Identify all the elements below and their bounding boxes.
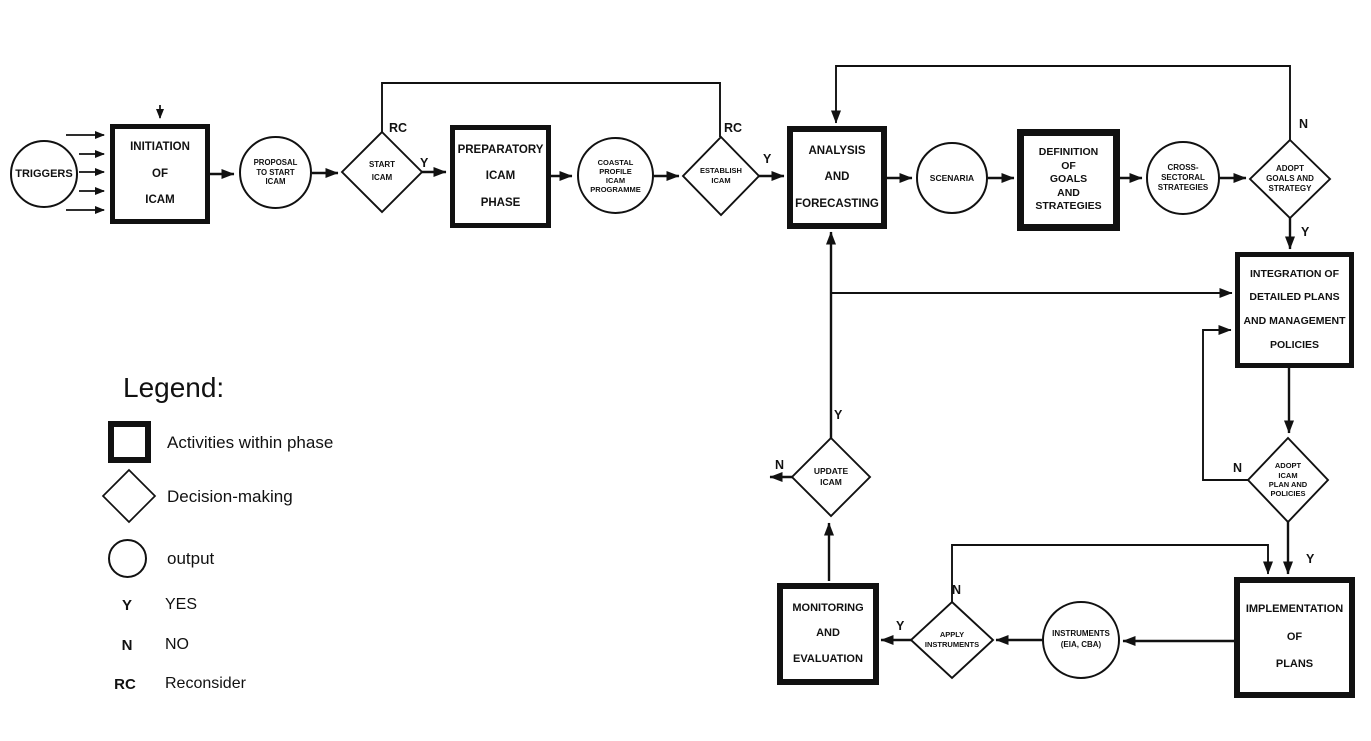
start-icam-diamond: [340, 130, 424, 214]
node-adopt-goals-label: ADOPT GOALS AND STRATEGY: [1266, 164, 1314, 193]
edge-label-no-update: N: [775, 458, 785, 472]
edge-label-yes-update: Y: [834, 408, 843, 422]
legend-decision-diamond-swatch: [101, 468, 157, 524]
node-monitoring-box: MONITORING AND EVALUATION: [777, 583, 879, 685]
reconsider-line: [381, 82, 721, 137]
edge-label-rc-establish: RC: [724, 121, 743, 135]
update-icam-diamond: [790, 436, 872, 518]
node-establish-icam-label: ESTABLISH ICAM: [700, 165, 742, 185]
edge-label-yes-adopt-goals: Y: [1301, 225, 1310, 239]
legend-key-no-symbol: N: [121, 637, 133, 654]
legend-key-yes-symbol: Y: [121, 597, 132, 614]
edge-label-yes-establish: Y: [763, 152, 772, 166]
legend-output-circle-swatch: [108, 539, 147, 578]
legend-output-label: output: [167, 549, 215, 568]
node-instruments-output: INSTRUMENTS (EIA, CBA): [1042, 601, 1120, 679]
edge-label-no-adopt-goals: N: [1299, 117, 1309, 131]
node-definition-box: DEFINITION OF GOALS AND STRATEGIES: [1017, 129, 1120, 231]
legend-key-no-meaning: NO: [165, 636, 189, 653]
decision-diamonds: [340, 130, 1332, 680]
node-start-icam-label: START ICAM: [368, 160, 396, 182]
edge-label-yes-adopt-plan: Y: [1306, 552, 1315, 566]
node-cross-sectoral-output: CROSS- SECTORAL STRATEGIES: [1146, 141, 1220, 215]
apply-no-loop-line: [951, 544, 1273, 602]
legend-title: Legend:: [123, 372, 225, 403]
node-preparatory-box: PREPARATORY ICAM PHASE: [450, 125, 551, 228]
legend-activity-label: Activities within phase: [167, 433, 334, 452]
node-analysis-box: ANALYSIS AND FORECASTING: [787, 126, 887, 229]
node-adopt-plan-label: ADOPT ICAM PLAN AND POLICIES: [1268, 461, 1308, 499]
edge-label-yes-start: Y: [420, 156, 429, 170]
establish-icam-diamond: [681, 135, 761, 217]
legend-activity-box-swatch: [108, 421, 151, 463]
adopt-goals-no-loop-line: [831, 65, 1291, 140]
trigger-arrows: [66, 105, 164, 214]
edge-label-no-apply: N: [952, 583, 962, 597]
legend-key-rc-meaning: Reconsider: [165, 675, 246, 692]
edge-label-yes-apply: Y: [896, 619, 905, 633]
node-scenaria-output: SCENARIA: [916, 142, 988, 214]
apply-instruments-diamond: [909, 600, 995, 680]
feedback-lines: [381, 65, 1291, 602]
legend-key-rc-symbol: RC: [114, 676, 136, 693]
legend-key-yes-meaning: YES: [165, 596, 198, 613]
node-triggers-output: TRIGGERS: [10, 140, 78, 208]
adopt-goals-diamond: [1248, 138, 1332, 220]
legend-decision-label: Decision-making: [167, 487, 293, 506]
adopt-plan-no-loop-line: [1202, 325, 1248, 481]
node-initiation-box: INITIATION OF ICAM: [110, 124, 210, 224]
node-update-icam-label: UPDATE ICAM: [813, 465, 849, 487]
node-proposal-output: PROPOSAL TO START ICAM: [239, 136, 312, 209]
adopt-plan-diamond: [1246, 436, 1330, 524]
edge-label-rc-start: RC: [389, 121, 408, 135]
node-integration-box: INTEGRATION OF DETAILED PLANS AND MANAGE…: [1235, 252, 1354, 368]
node-apply-instruments-label: APPLY INSTRUMENTS: [924, 629, 980, 649]
node-coastal-profile-output: COASTAL PROFILE ICAM PROGRAMME: [577, 137, 654, 214]
main-flow-arrows: [210, 167, 1295, 646]
node-implementation-box: IMPLEMENTATION OF PLANS: [1234, 577, 1355, 698]
edge-label-no-adopt-plan: N: [1233, 461, 1243, 475]
